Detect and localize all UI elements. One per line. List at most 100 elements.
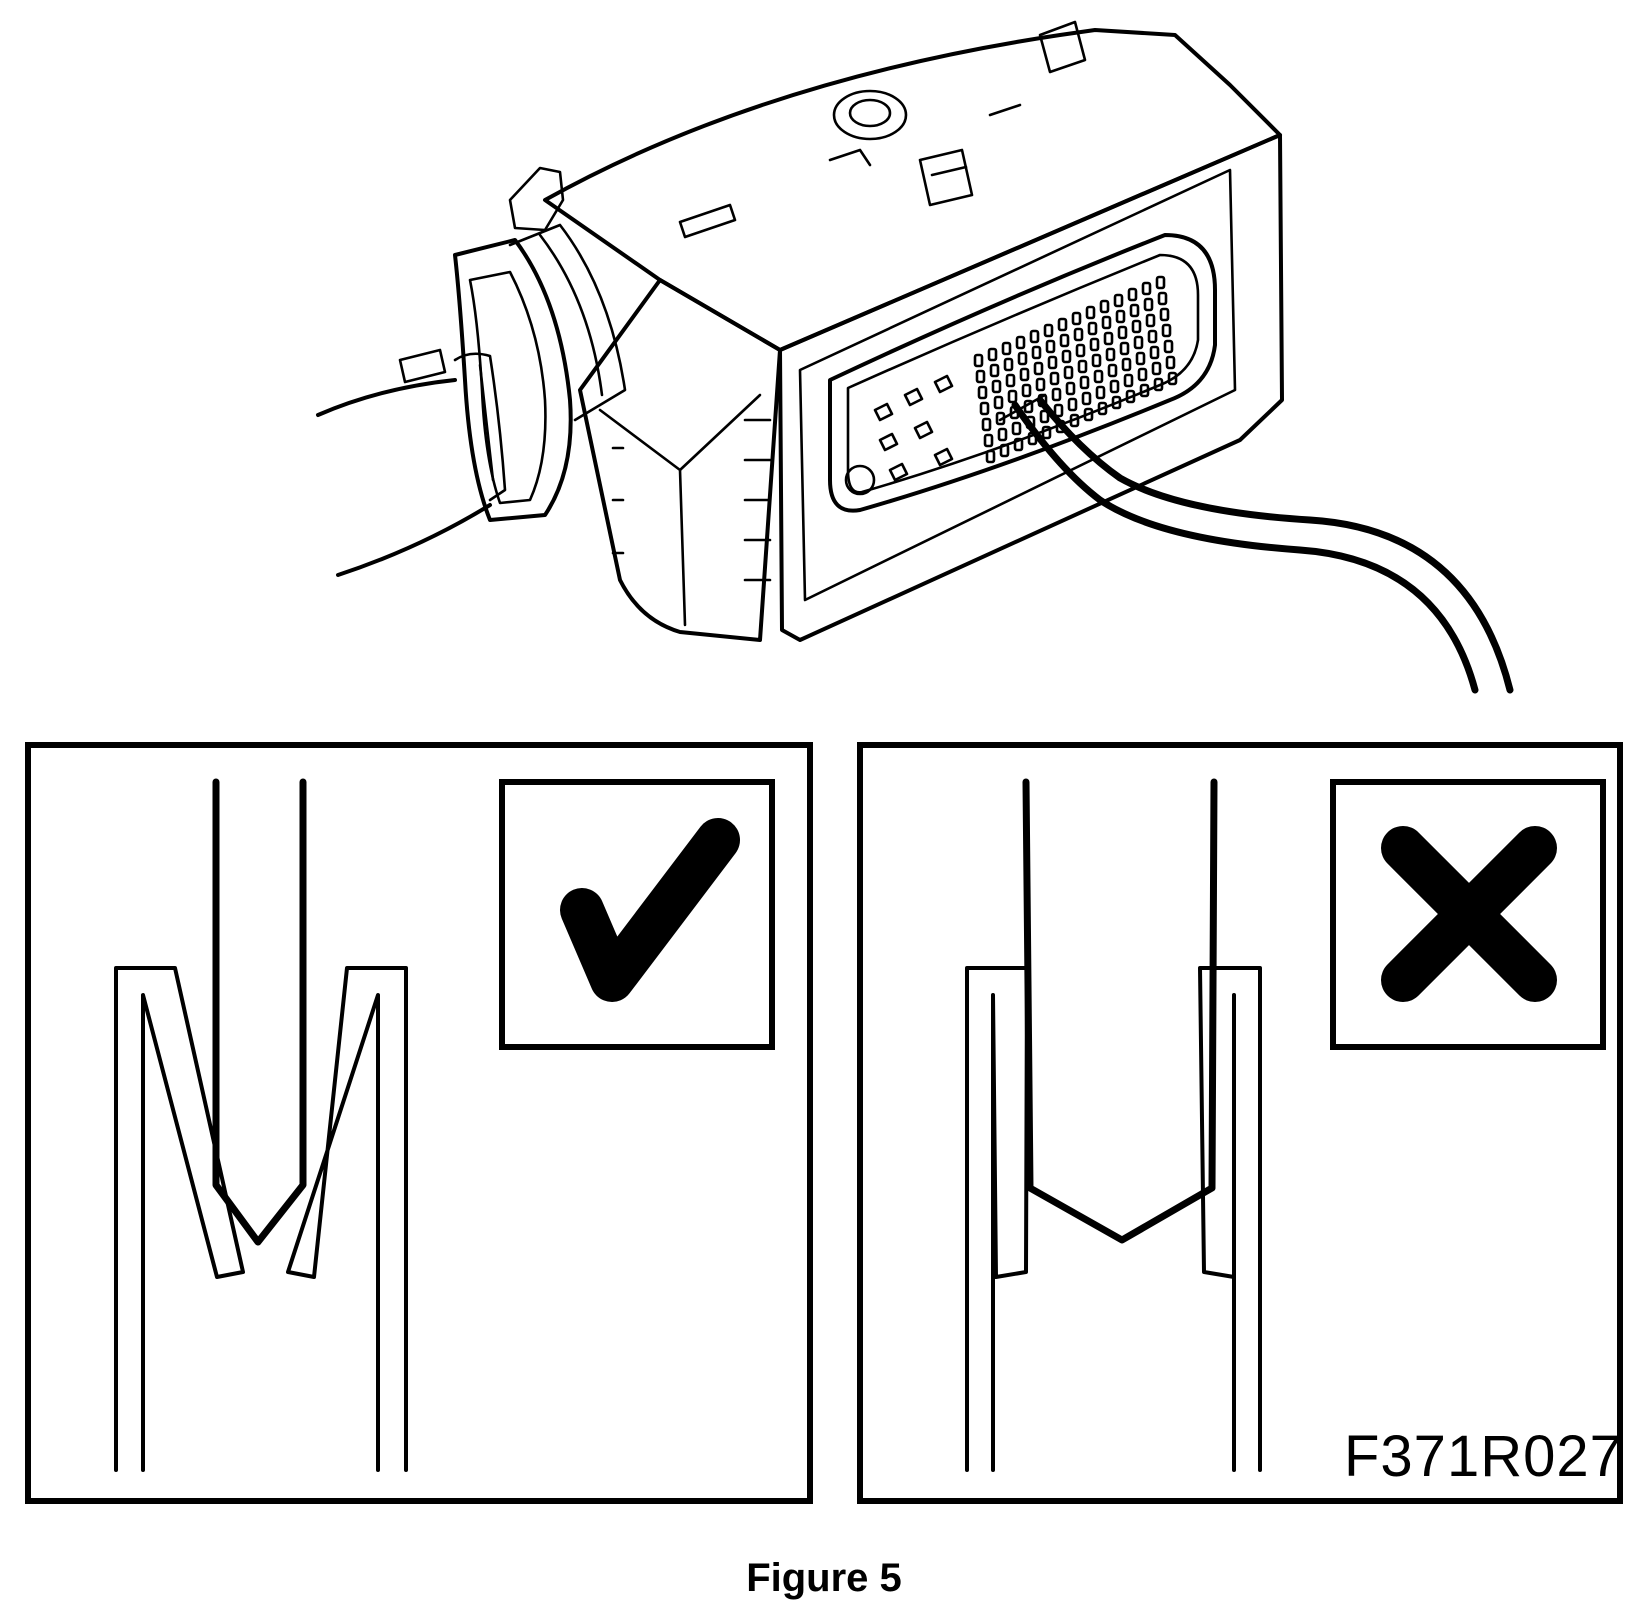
signal-pin bbox=[1133, 335, 1144, 350]
signal-pin bbox=[1079, 375, 1090, 390]
signal-pins bbox=[973, 275, 1178, 464]
signal-pin bbox=[1135, 351, 1146, 366]
signal-pin bbox=[1115, 309, 1126, 324]
panel-incorrect bbox=[857, 742, 1623, 1504]
signal-pin bbox=[1165, 355, 1176, 370]
signal-pin bbox=[1085, 305, 1096, 320]
signal-pin bbox=[1049, 371, 1060, 386]
signal-pin bbox=[1071, 311, 1082, 326]
signal-pin bbox=[1067, 397, 1078, 412]
signal-pin bbox=[977, 385, 988, 400]
probe-tip-incorrect bbox=[1022, 778, 1218, 1244]
signal-pin bbox=[1153, 377, 1164, 392]
signal-pin bbox=[1013, 437, 1024, 452]
signal-pin bbox=[1091, 353, 1102, 368]
signal-pin bbox=[1145, 313, 1156, 328]
terminal-socket-incorrect bbox=[965, 966, 1262, 1472]
signal-pin bbox=[1073, 327, 1084, 342]
signal-pin bbox=[1111, 395, 1122, 410]
signal-pin bbox=[1139, 383, 1150, 398]
signal-pin bbox=[1161, 323, 1172, 338]
check-mark-icon bbox=[560, 818, 740, 1002]
signal-pin bbox=[1043, 323, 1054, 338]
signal-pin bbox=[1017, 351, 1028, 366]
terminal-socket-correct bbox=[114, 966, 408, 1472]
signal-pin bbox=[979, 401, 990, 416]
signal-pin bbox=[1125, 389, 1136, 404]
signal-pin bbox=[1147, 329, 1158, 344]
signal-pin bbox=[1011, 421, 1022, 436]
signal-pin bbox=[1069, 413, 1080, 428]
signal-pin bbox=[1019, 367, 1030, 382]
signal-pin bbox=[989, 363, 1000, 378]
signal-pin bbox=[1005, 373, 1016, 388]
signal-pin bbox=[1149, 345, 1160, 360]
signal-pin bbox=[1109, 379, 1120, 394]
power-pins bbox=[844, 374, 954, 496]
signal-pin bbox=[1045, 339, 1056, 354]
signal-pin bbox=[1007, 389, 1018, 404]
signal-pin bbox=[1099, 299, 1110, 314]
signal-pin bbox=[1059, 333, 1070, 348]
signal-pin bbox=[1089, 337, 1100, 352]
signal-pin bbox=[1053, 403, 1064, 418]
signal-pin bbox=[1003, 357, 1014, 372]
signal-pin bbox=[1155, 275, 1166, 290]
signal-pin bbox=[1021, 383, 1032, 398]
signal-pin bbox=[1031, 345, 1042, 360]
signal-pin bbox=[1001, 341, 1012, 356]
signal-pin bbox=[1087, 321, 1098, 336]
signal-pin bbox=[1029, 329, 1040, 344]
signal-pin bbox=[985, 449, 996, 464]
signal-pin bbox=[1101, 315, 1112, 330]
signal-pin bbox=[981, 417, 992, 432]
signal-pin bbox=[1117, 325, 1128, 340]
x-mark-icon bbox=[1381, 826, 1557, 1002]
signal-pin bbox=[1041, 425, 1052, 440]
signal-pin bbox=[987, 347, 998, 362]
signal-pin bbox=[1093, 369, 1104, 384]
signal-pin bbox=[1121, 357, 1132, 372]
test-probe-wire bbox=[998, 393, 1514, 694]
signal-pin bbox=[999, 443, 1010, 458]
signal-pin bbox=[1163, 339, 1174, 354]
check-badge bbox=[499, 779, 775, 1050]
signal-pin bbox=[975, 369, 986, 384]
pin-insert bbox=[828, 233, 1514, 694]
signal-pin bbox=[1097, 401, 1108, 416]
signal-pin bbox=[973, 353, 984, 368]
signal-pin bbox=[1035, 377, 1046, 392]
signal-pin bbox=[1157, 291, 1168, 306]
signal-pin bbox=[1063, 365, 1074, 380]
figure-code-label: F371R027 bbox=[1344, 1424, 1623, 1489]
signal-pin bbox=[1141, 281, 1152, 296]
panel-correct bbox=[25, 742, 813, 1504]
connector-illustration bbox=[316, 20, 1514, 694]
signal-pin bbox=[1057, 317, 1068, 332]
signal-pin bbox=[1095, 385, 1106, 400]
signal-pin bbox=[1103, 331, 1114, 346]
signal-pin bbox=[1127, 287, 1138, 302]
probe-tip-correct bbox=[212, 778, 307, 1246]
signal-pin bbox=[1061, 349, 1072, 364]
wire-harness bbox=[316, 348, 492, 577]
signal-pin bbox=[1131, 319, 1142, 334]
signal-pin bbox=[1033, 361, 1044, 376]
signal-pin bbox=[1129, 303, 1140, 318]
signal-pin bbox=[1159, 307, 1170, 322]
signal-pin bbox=[993, 395, 1004, 410]
signal-pin bbox=[1083, 407, 1094, 422]
signal-pin bbox=[1075, 343, 1086, 358]
strain-relief-collar bbox=[453, 223, 627, 522]
signal-pin bbox=[1151, 361, 1162, 376]
figure-caption: Figure 5 bbox=[746, 1556, 902, 1600]
locking-tab bbox=[508, 166, 565, 232]
signal-pin bbox=[983, 433, 994, 448]
x-badge bbox=[1330, 779, 1606, 1050]
signal-pin bbox=[1047, 355, 1058, 370]
signal-pin bbox=[997, 427, 1008, 442]
signal-pin bbox=[1105, 347, 1116, 362]
connector-housing bbox=[543, 20, 1284, 642]
signal-pin bbox=[1081, 391, 1092, 406]
